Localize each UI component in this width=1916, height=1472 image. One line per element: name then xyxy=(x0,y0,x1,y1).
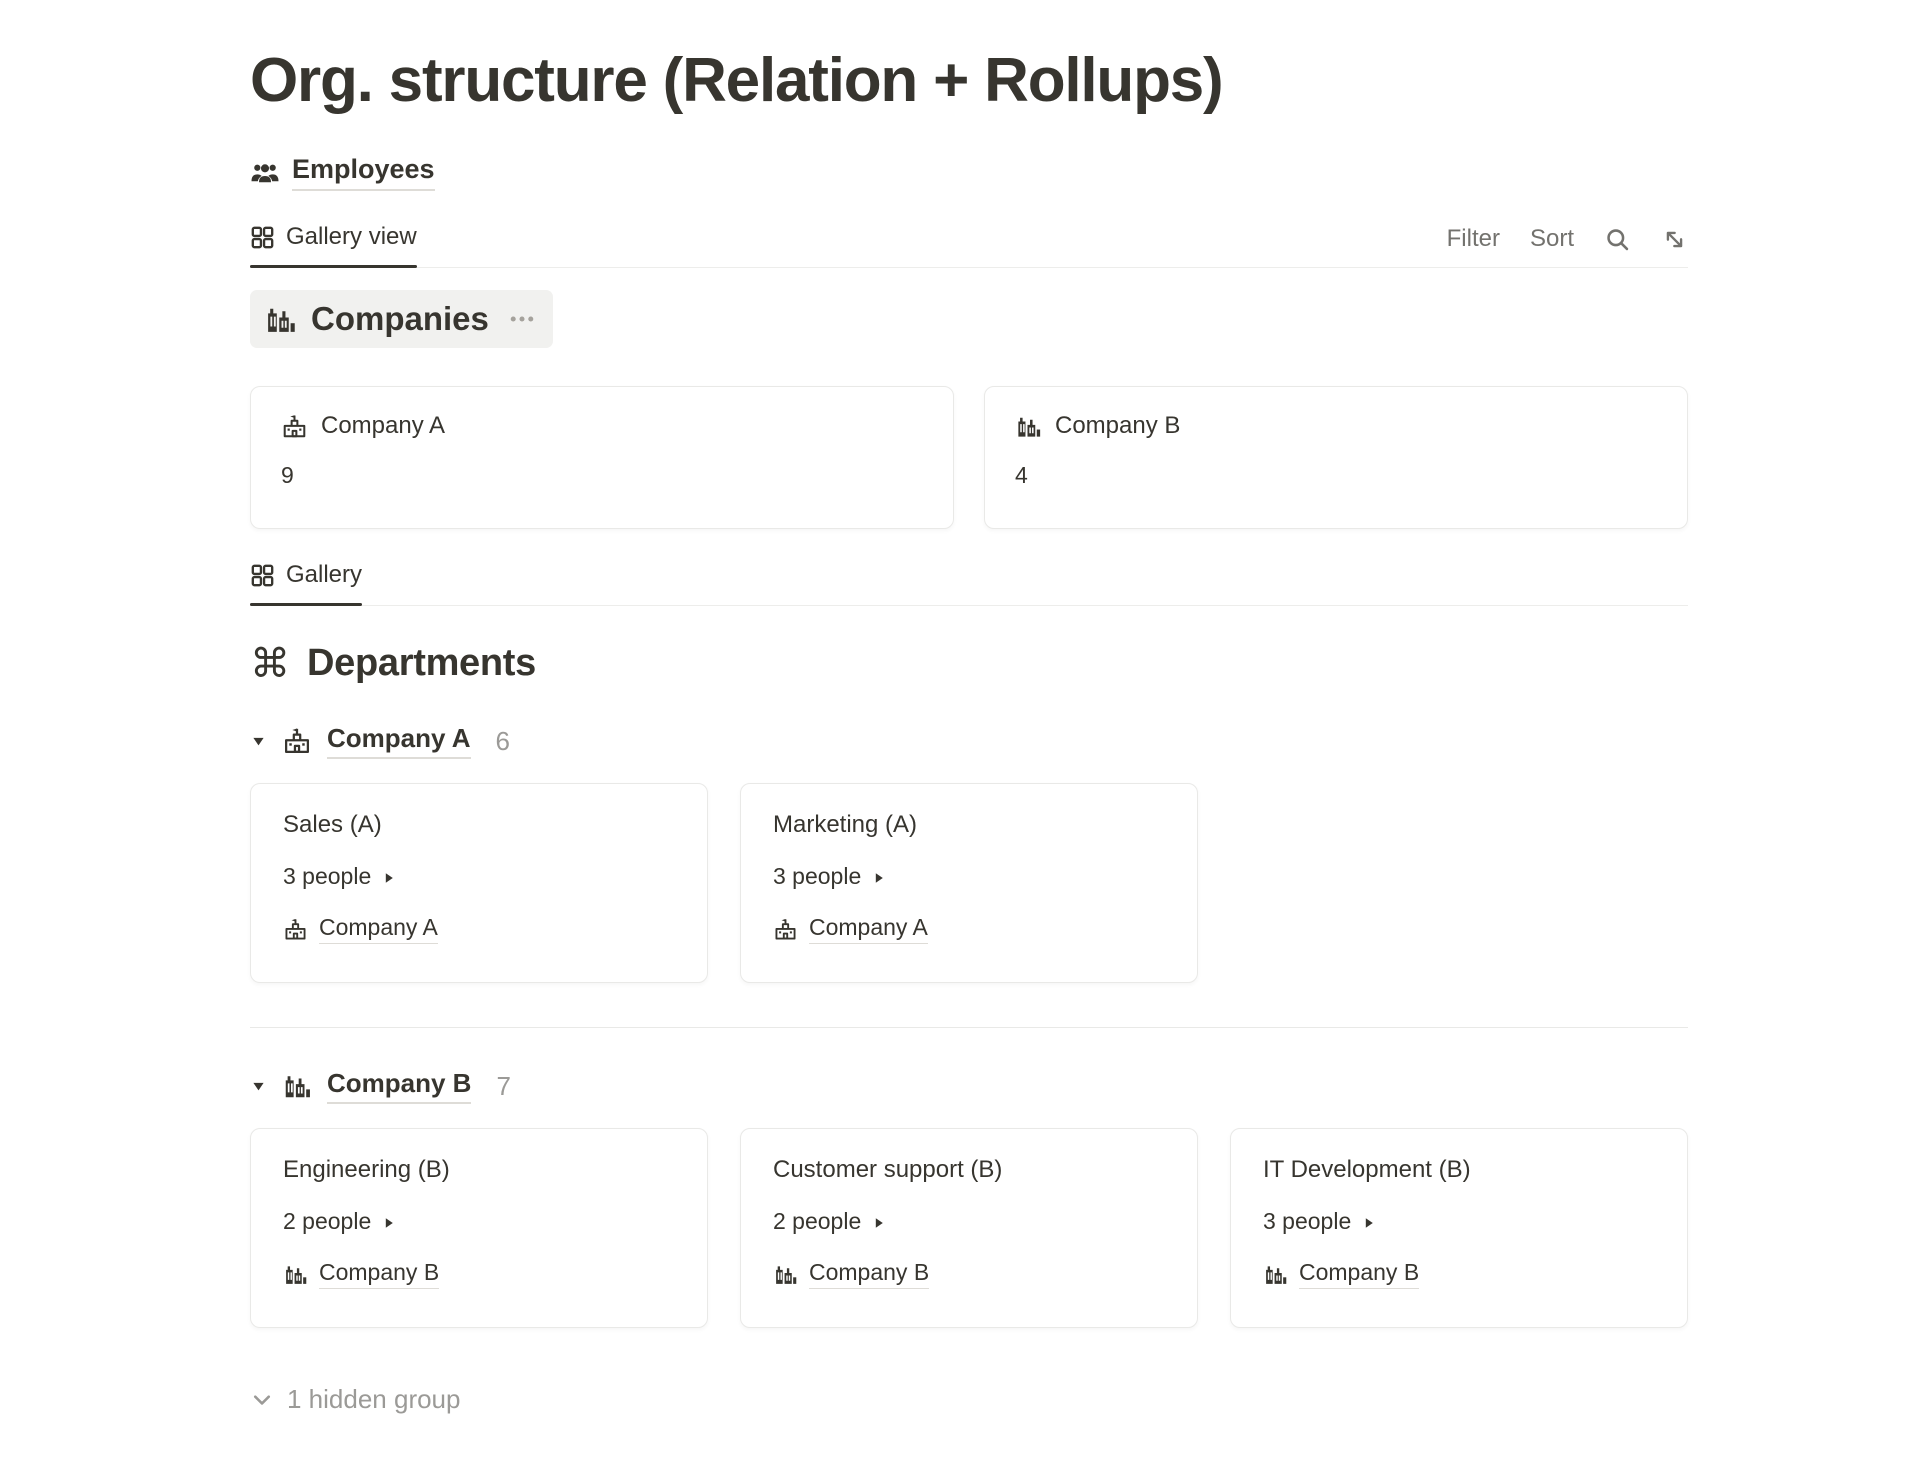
expand-relation-triangle-icon[interactable] xyxy=(381,863,397,890)
expand-relation-triangle-icon[interactable] xyxy=(871,863,887,890)
company-card-a[interactable]: Company A 9 xyxy=(250,386,954,530)
company-card-title: Company B xyxy=(1055,412,1181,440)
school-building-icon xyxy=(282,726,312,756)
view-toolbar: Gallery view Filter Sort xyxy=(250,223,1688,269)
departments-view-toolbar: Gallery xyxy=(250,561,1688,607)
command-icon: ⌘ xyxy=(250,640,290,687)
department-card-title: Marketing (A) xyxy=(773,811,918,839)
expand-icon[interactable] xyxy=(1661,226,1688,253)
company-card-b[interactable]: Company B 4 xyxy=(984,386,1688,530)
department-card-engineering[interactable]: Engineering (B) 2 people Company B xyxy=(250,1128,708,1329)
city-buildings-icon xyxy=(282,1071,312,1101)
people-count: 2 people xyxy=(773,1208,862,1235)
departments-heading: ⌘ Departments xyxy=(250,642,1688,685)
group-count: 6 xyxy=(495,725,510,756)
people-count: 3 people xyxy=(773,863,862,890)
expand-relation-triangle-icon[interactable] xyxy=(871,1208,887,1235)
tab-label: Gallery xyxy=(286,561,363,589)
employees-database-link[interactable]: Employees xyxy=(292,154,435,192)
department-card-title: Sales (A) xyxy=(283,811,382,839)
hidden-group-label: 1 hidden group xyxy=(287,1384,461,1415)
company-relation-link[interactable]: Company A xyxy=(319,914,438,945)
departments-card-grid-a: Sales (A) 3 people Company A Marketing (… xyxy=(250,783,1688,984)
people-count: 2 people xyxy=(283,1208,372,1235)
companies-group-header[interactable]: Companies xyxy=(250,290,553,349)
hidden-group-toggle[interactable]: 1 hidden group xyxy=(250,1384,1688,1415)
group-header-company-b: Company B 7 xyxy=(250,1068,1688,1105)
city-buildings-icon xyxy=(773,1262,798,1287)
gallery-grid-icon xyxy=(250,561,275,589)
sort-button[interactable]: Sort xyxy=(1529,225,1574,253)
school-building-icon xyxy=(773,917,798,942)
department-card-sales[interactable]: Sales (A) 3 people Company A xyxy=(250,783,708,984)
city-buildings-icon xyxy=(264,303,297,336)
people-icon xyxy=(250,158,280,188)
group-divider xyxy=(250,1027,1688,1029)
group-name-link[interactable]: Company A xyxy=(327,723,471,760)
company-card-title: Company A xyxy=(321,412,446,440)
departments-title: Departments xyxy=(307,642,536,685)
tab-gallery-view[interactable]: Gallery view xyxy=(250,223,417,269)
group-header-company-a: Company A 6 xyxy=(250,723,1688,760)
view-controls: Filter Sort xyxy=(1447,223,1688,253)
department-card-it-development[interactable]: IT Development (B) 3 people Company B xyxy=(1230,1128,1688,1329)
company-relation-link[interactable]: Company B xyxy=(809,1259,930,1290)
expand-relation-triangle-icon[interactable] xyxy=(381,1208,397,1235)
people-count: 3 people xyxy=(283,863,372,890)
department-card-title: Engineering (B) xyxy=(283,1156,450,1184)
more-options-dots-icon[interactable] xyxy=(509,306,535,332)
group-collapse-toggle-icon[interactable] xyxy=(250,733,267,750)
department-card-title: IT Development (B) xyxy=(1263,1156,1471,1184)
group-count: 7 xyxy=(496,1070,511,1101)
group-collapse-toggle-icon[interactable] xyxy=(250,1078,267,1095)
companies-card-grid: Company A 9 Company B 4 xyxy=(250,386,1688,530)
department-card-marketing[interactable]: Marketing (A) 3 people Company A xyxy=(740,783,1198,984)
expand-relation-triangle-icon[interactable] xyxy=(1361,1208,1377,1235)
group-name-link[interactable]: Company B xyxy=(327,1068,472,1105)
city-buildings-icon xyxy=(283,1262,308,1287)
city-buildings-icon xyxy=(1263,1262,1288,1287)
company-relation-link[interactable]: Company B xyxy=(1299,1259,1420,1290)
department-card-customer-support[interactable]: Customer support (B) 2 people Company B xyxy=(740,1128,1198,1329)
company-relation-link[interactable]: Company A xyxy=(809,914,928,945)
company-relation-link[interactable]: Company B xyxy=(319,1259,440,1290)
rollup-count: 9 xyxy=(281,462,294,489)
empty-grid-cell xyxy=(1230,783,1688,983)
search-icon[interactable] xyxy=(1604,226,1631,253)
city-buildings-icon xyxy=(1015,413,1042,440)
school-building-icon xyxy=(283,917,308,942)
filter-button[interactable]: Filter xyxy=(1446,225,1500,253)
linked-database-header: Employees xyxy=(250,154,1688,192)
tab-label: Gallery view xyxy=(286,223,417,251)
school-building-icon xyxy=(281,413,308,440)
tab-gallery[interactable]: Gallery xyxy=(250,561,363,607)
page-content: Org. structure (Relation + Rollups) Empl… xyxy=(250,46,1688,1415)
page-title: Org. structure (Relation + Rollups) xyxy=(250,46,1224,115)
rollup-count: 4 xyxy=(1015,462,1028,489)
chevron-down-icon xyxy=(250,1388,274,1412)
gallery-grid-icon xyxy=(250,223,275,251)
departments-card-grid-b: Engineering (B) 2 people Company B Custo… xyxy=(250,1128,1688,1329)
department-card-title: Customer support (B) xyxy=(773,1156,1003,1184)
companies-group-title: Companies xyxy=(311,300,489,338)
people-count: 3 people xyxy=(1263,1208,1352,1235)
